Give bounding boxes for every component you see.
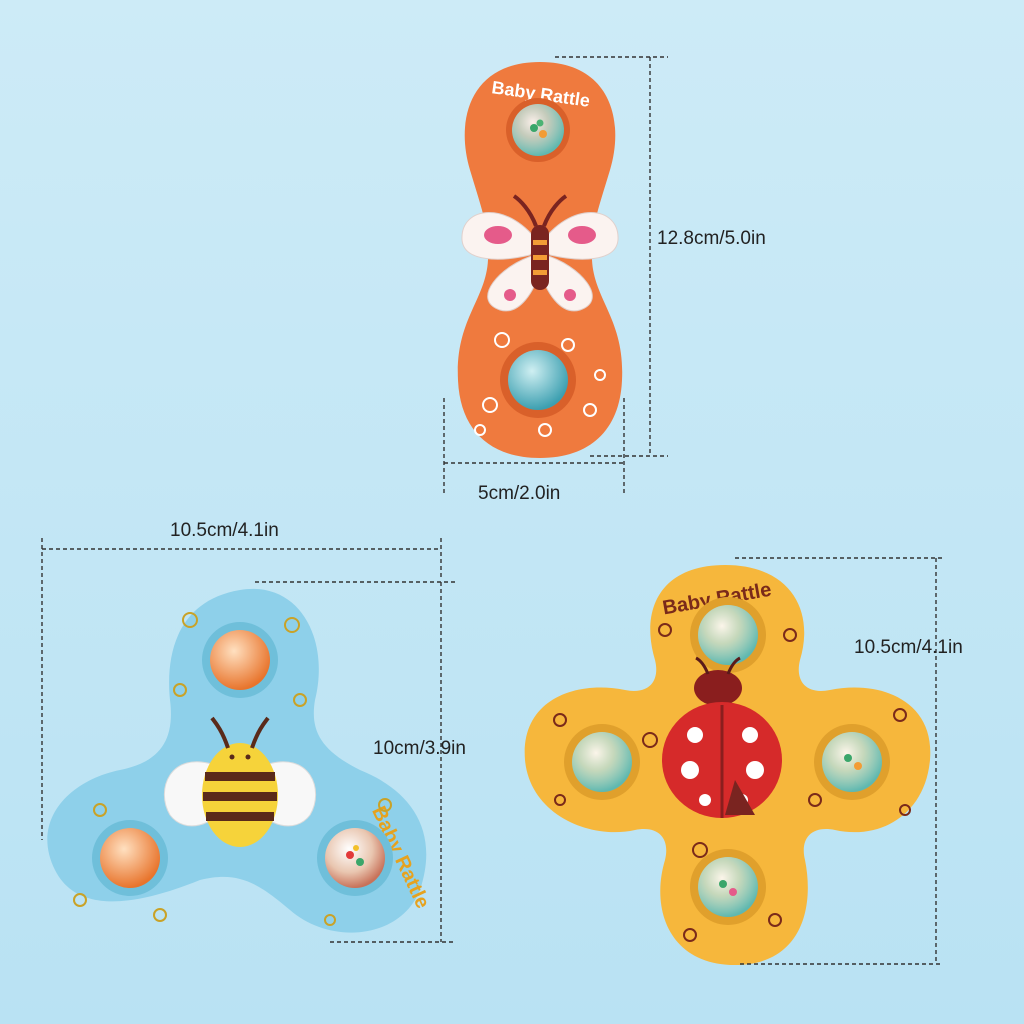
blue-flower-prints <box>73 612 392 926</box>
yellow-height-label: 10.5cm/4.1in <box>854 637 963 658</box>
yellow-flower-prints <box>553 623 911 942</box>
orange-flower-prints <box>474 332 606 437</box>
blue-bee-spinner: Baby Rattle <box>47 588 434 933</box>
yellow-left-dome <box>564 724 640 800</box>
butterfly-figure <box>461 194 619 312</box>
orange-height-label: 12.8cm/5.0in <box>657 228 766 249</box>
yellow-right-dome <box>814 724 890 800</box>
orange-bottom-dome <box>500 342 576 418</box>
yellow-ladybug-spinner: Baby Rattle <box>524 565 931 965</box>
dimension-lines <box>41 56 942 965</box>
yellow-top-dome <box>690 597 766 673</box>
orange-top-dome <box>506 98 570 162</box>
bee-figure <box>163 716 317 847</box>
orange-butterfly-spinner: Baby Rattle <box>457 62 623 458</box>
blue-width-label: 10.5cm/4.1in <box>170 520 279 541</box>
blue-height-label: 10cm/3.9in <box>373 738 466 759</box>
blue-right-dome <box>317 820 393 896</box>
yellow-bottom-dome <box>690 849 766 925</box>
blue-top-dome <box>202 622 278 698</box>
blue-left-dome <box>92 820 168 896</box>
orange-width-label: 5cm/2.0in <box>478 483 561 504</box>
ladybug-figure <box>662 656 782 818</box>
